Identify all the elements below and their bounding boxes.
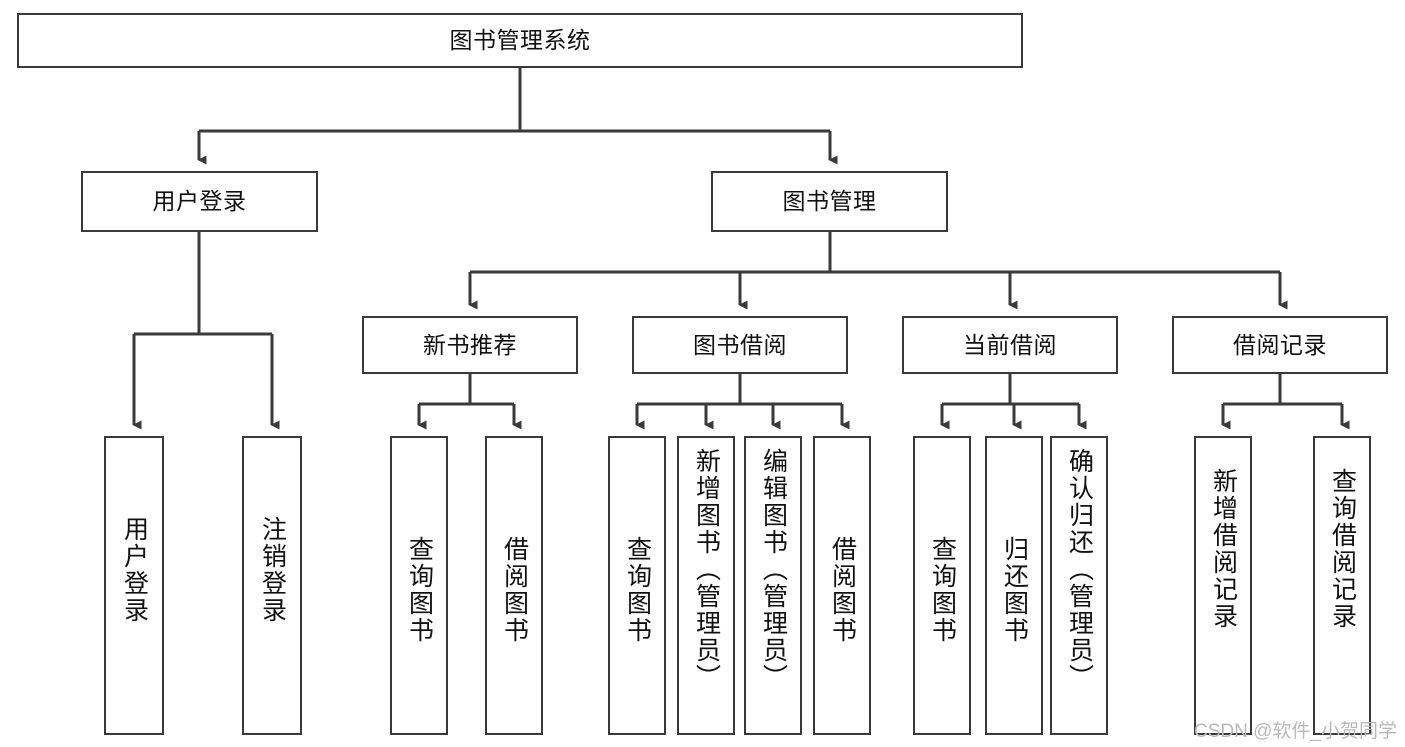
leaf-currentborrow-query-book[interactable]: 查询图书 xyxy=(913,436,971,735)
node-book-manage[interactable]: 图书管理 xyxy=(711,171,948,232)
leaf-borrowrecord-query-record[interactable]: 查询借阅记录 xyxy=(1313,436,1371,735)
leaf-newbook-query-book[interactable]: 查询图书 xyxy=(390,436,448,735)
leaf-bookborrow-borrow-book[interactable]: 借阅图书 xyxy=(813,436,871,735)
node-borrow-record-label: 借阅记录 xyxy=(1233,331,1327,358)
leaf-borrowrecord-add-record[interactable]: 新增借阅记录 xyxy=(1194,436,1252,735)
node-user-login[interactable]: 用户登录 xyxy=(81,171,318,232)
node-book-manage-label: 图书管理 xyxy=(782,188,877,215)
leaf-logout-label: 注销登录 xyxy=(258,516,287,624)
leaf-borrowrecord-add-record-label: 新增借阅记录 xyxy=(1209,468,1238,630)
leaf-currentborrow-return-book-label: 归还图书 xyxy=(1000,536,1029,644)
leaf-newbook-borrow-book-label: 借阅图书 xyxy=(500,536,529,644)
leaf-newbook-borrow-book[interactable]: 借阅图书 xyxy=(485,436,543,735)
node-current-borrow[interactable]: 当前借阅 xyxy=(902,316,1118,374)
leaf-newbook-query-book-label: 查询图书 xyxy=(405,536,434,644)
leaf-currentborrow-return-book[interactable]: 归还图书 xyxy=(985,436,1043,735)
leaf-bookborrow-borrow-book-label: 借阅图书 xyxy=(828,536,857,644)
leaf-currentborrow-confirm-return-label: 确认归还（管理员） xyxy=(1065,448,1094,691)
node-root-label: 图书管理系统 xyxy=(449,27,591,54)
leaf-user-login-label: 用户登录 xyxy=(120,516,149,624)
node-new-book-recommend[interactable]: 新书推荐 xyxy=(362,316,578,374)
node-root[interactable]: 图书管理系统 xyxy=(17,13,1023,68)
leaf-bookborrow-query-book-label: 查询图书 xyxy=(623,536,652,644)
node-user-login-label: 用户登录 xyxy=(152,188,247,215)
node-book-borrow[interactable]: 图书借阅 xyxy=(632,316,848,374)
leaf-logout[interactable]: 注销登录 xyxy=(242,436,302,735)
leaf-bookborrow-add-book-label: 新增图书（管理员） xyxy=(692,448,721,691)
node-borrow-record[interactable]: 借阅记录 xyxy=(1172,316,1388,374)
node-current-borrow-label: 当前借阅 xyxy=(963,331,1057,358)
leaf-bookborrow-add-book[interactable]: 新增图书（管理员） xyxy=(677,436,735,735)
leaf-currentborrow-query-book-label: 查询图书 xyxy=(928,536,957,644)
node-new-book-recommend-label: 新书推荐 xyxy=(423,331,517,358)
node-book-borrow-label: 图书借阅 xyxy=(693,331,787,358)
leaf-bookborrow-edit-book[interactable]: 编辑图书（管理员） xyxy=(744,436,802,735)
leaf-bookborrow-edit-book-label: 编辑图书（管理员） xyxy=(759,448,788,691)
csdn-watermark: CSDN @软件_小贺同学 xyxy=(1194,721,1397,742)
leaf-bookborrow-query-book[interactable]: 查询图书 xyxy=(608,436,666,735)
leaf-user-login[interactable]: 用户登录 xyxy=(104,436,164,735)
leaf-currentborrow-confirm-return[interactable]: 确认归还（管理员） xyxy=(1050,436,1108,735)
leaf-borrowrecord-query-record-label: 查询借阅记录 xyxy=(1328,468,1357,630)
